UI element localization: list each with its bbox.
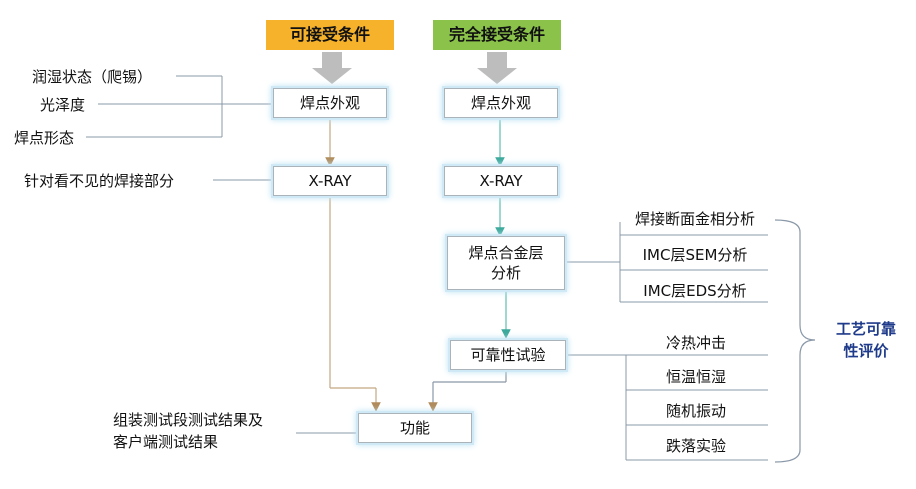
wetting-label: 润湿状态（爬锡） <box>32 68 153 86</box>
down-arrow-right <box>477 52 517 84</box>
evaluation-brace <box>774 219 816 463</box>
alloy-layer-analysis-box: 焊点合金层 分析 <box>447 236 565 290</box>
evaluation-line1: 工艺可靠 <box>835 320 896 338</box>
function-note-line1: 组装测试段测试结果及 <box>113 411 264 429</box>
reliability-item-thermal-shock: 冷热冲击 <box>665 334 726 352</box>
reliability-item-drop: 跌落实验 <box>665 437 726 455</box>
reliability-test-box: 可靠性试验 <box>450 340 566 370</box>
reliability-item-humidity: 恒温恒湿 <box>665 368 726 386</box>
function-label: 功能 <box>399 419 430 437</box>
reliability-test-label: 可靠性试验 <box>470 346 546 364</box>
right-solder-appearance-label: 焊点外观 <box>470 94 531 112</box>
right-xray-label: X-RAY <box>479 172 523 190</box>
alloy-item-sem: IMC层SEM分析 <box>642 246 748 264</box>
evaluation-line2: 性评价 <box>843 342 889 360</box>
left-xray-box: X-RAY <box>273 166 387 196</box>
left-xray-label: X-RAY <box>308 172 352 190</box>
reliability-item-vibration: 随机振动 <box>665 402 726 420</box>
invisible-parts-label: 针对看不见的焊接部分 <box>24 172 175 190</box>
down-arrow-left <box>312 52 352 84</box>
alloy-line1: 焊点合金层 <box>468 244 544 262</box>
left-solder-appearance-label: 焊点外观 <box>299 94 360 112</box>
fully-acceptable-header: 完全接受条件 <box>433 20 561 50</box>
function-note-line2: 客户端测试结果 <box>113 433 219 451</box>
gloss-label: 光泽度 <box>40 96 86 114</box>
alloy-item-eds: IMC层EDS分析 <box>643 282 747 300</box>
process-reliability-evaluation: 工艺可靠 性评价 <box>826 318 906 362</box>
left-solder-appearance-box: 焊点外观 <box>273 88 387 118</box>
function-box: 功能 <box>358 413 472 443</box>
acceptable-header: 可接受条件 <box>266 20 394 50</box>
right-solder-appearance-box: 焊点外观 <box>444 88 558 118</box>
alloy-line2: 分析 <box>490 264 521 282</box>
right-xray-box: X-RAY <box>444 166 558 196</box>
alloy-item-metallography: 焊接断面金相分析 <box>634 210 755 228</box>
shape-label: 焊点形态 <box>14 129 75 147</box>
